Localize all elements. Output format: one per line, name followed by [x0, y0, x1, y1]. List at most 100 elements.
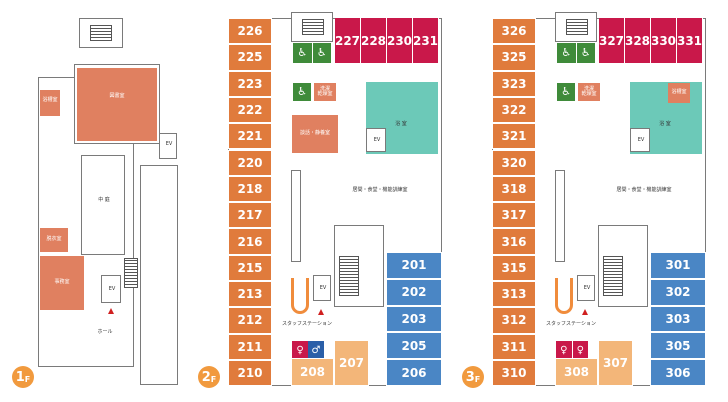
room-225: 225 [228, 44, 272, 71]
hall-label: ホール [97, 329, 113, 336]
room-206: 206 [386, 359, 442, 386]
wheelchair-icon: ♿ [297, 84, 307, 98]
toilet-female-icon: ♀ [296, 344, 304, 356]
ev-box: EV [577, 275, 595, 301]
room-317: 317 [492, 202, 536, 229]
ev-box: EV [101, 275, 121, 303]
ev-label: EV [373, 137, 381, 144]
room-218: 218 [228, 175, 272, 203]
f3-stair-block [598, 225, 648, 307]
f1-library: 図書室 [77, 68, 157, 141]
room-222: 222 [228, 96, 272, 124]
entrance-arrow-icon [582, 309, 588, 315]
ev-label: EV [108, 286, 116, 293]
stairs-icon [124, 258, 138, 288]
room-205: 205 [386, 332, 442, 360]
ev-label: EV [165, 141, 173, 148]
room-207: 207 [334, 340, 369, 386]
room-217: 217 [228, 202, 272, 229]
badge-suffix: F [474, 375, 481, 384]
room-220: 220 [228, 149, 272, 176]
room-315: 315 [492, 254, 536, 281]
dining-label: 居間・食堂・機能訓練室 [616, 187, 672, 194]
room-330: 330 [651, 18, 677, 63]
room-303: 303 [650, 305, 706, 333]
f1-office: 事務室 [40, 256, 84, 310]
restroom: ♀ ♂ [292, 341, 324, 359]
room-label: 浴槽室 [42, 97, 58, 104]
ev-box: EV [630, 128, 650, 152]
f3-corridor [555, 170, 565, 262]
stair-block [79, 18, 123, 48]
room-216: 216 [228, 228, 272, 255]
room-331: 331 [677, 18, 703, 63]
entrance-arrow-icon [108, 308, 114, 314]
room-label: 洗濯 乾燥室 [317, 85, 333, 97]
wheelchair-wc: ♿ ♿ [557, 43, 595, 63]
laundry-room: 洗濯 乾燥室 [314, 83, 336, 101]
room-320: 320 [492, 149, 536, 176]
room-325: 325 [492, 44, 536, 71]
room-208: 208 [291, 358, 334, 386]
room-label: 洗濯 乾燥室 [581, 85, 597, 97]
ev-box: EV [313, 275, 331, 301]
stairs-icon [90, 25, 112, 41]
room-label: 事務室 [54, 279, 70, 286]
room-312: 312 [492, 307, 536, 334]
staff-station-label: スタッフステーション [282, 321, 332, 328]
wheelchair-wc: ♿ ♿ [293, 43, 331, 63]
room-301: 301 [650, 252, 706, 279]
ev-label: EV [319, 285, 327, 292]
room-212: 212 [228, 307, 272, 334]
room-210: 210 [228, 359, 272, 387]
laundry-room: 洗濯 乾燥室 [578, 83, 600, 101]
f1-room-dressing: 脱衣室 [40, 228, 68, 252]
wheelchair-icon: ♿ [575, 43, 596, 63]
toilet-female-icon: ♀ [560, 344, 568, 356]
room-203: 203 [386, 305, 442, 333]
badge-number: 1 [15, 369, 25, 385]
room-323: 323 [492, 70, 536, 97]
badge-suffix: F [24, 375, 31, 384]
stairs-icon [339, 256, 359, 296]
restroom: ♀ ♀ [556, 341, 588, 359]
room-305: 305 [650, 332, 706, 360]
room-230: 230 [387, 18, 413, 63]
room-226: 226 [228, 18, 272, 45]
room-201: 201 [386, 252, 442, 279]
wheelchair-toilet: ♿ [293, 83, 311, 101]
room-306: 306 [650, 359, 706, 386]
room-310: 310 [492, 359, 536, 387]
room-311: 311 [492, 333, 536, 360]
wheelchair-toilet: ♿ [557, 83, 575, 101]
room-label: 浴 室 [395, 121, 407, 128]
courtyard: 中 庭 [81, 155, 125, 255]
toilet-male-icon: ♂ [308, 341, 324, 359]
ev-box: EV [159, 133, 177, 159]
room-215: 215 [228, 254, 272, 281]
stairs-icon [603, 256, 623, 296]
f1-room-left: 浴槽室 [40, 90, 60, 116]
room-223: 223 [228, 70, 272, 97]
room-328: 328 [625, 18, 651, 63]
room-213: 213 [228, 281, 272, 308]
courtyard-label: 中 庭 [98, 197, 110, 204]
room-221: 221 [228, 123, 272, 150]
wheelchair-icon: ♿ [561, 45, 572, 59]
badge-number: 2 [201, 369, 211, 385]
wheelchair-icon: ♿ [561, 84, 571, 98]
room-label: 談話・静養室 [299, 130, 330, 137]
stair-block [555, 12, 597, 42]
badge-suffix: F [210, 375, 217, 384]
room-322: 322 [492, 96, 536, 124]
badge-number: 3 [465, 369, 475, 385]
room-label: 脱衣室 [46, 236, 62, 243]
room-label: 図書室 [109, 93, 125, 100]
toilet-female-icon: ♀ [571, 341, 588, 359]
stair-block [291, 12, 333, 42]
dining-label: 居間・食堂・機能訓練室 [352, 187, 408, 194]
stairs-icon [302, 19, 324, 35]
